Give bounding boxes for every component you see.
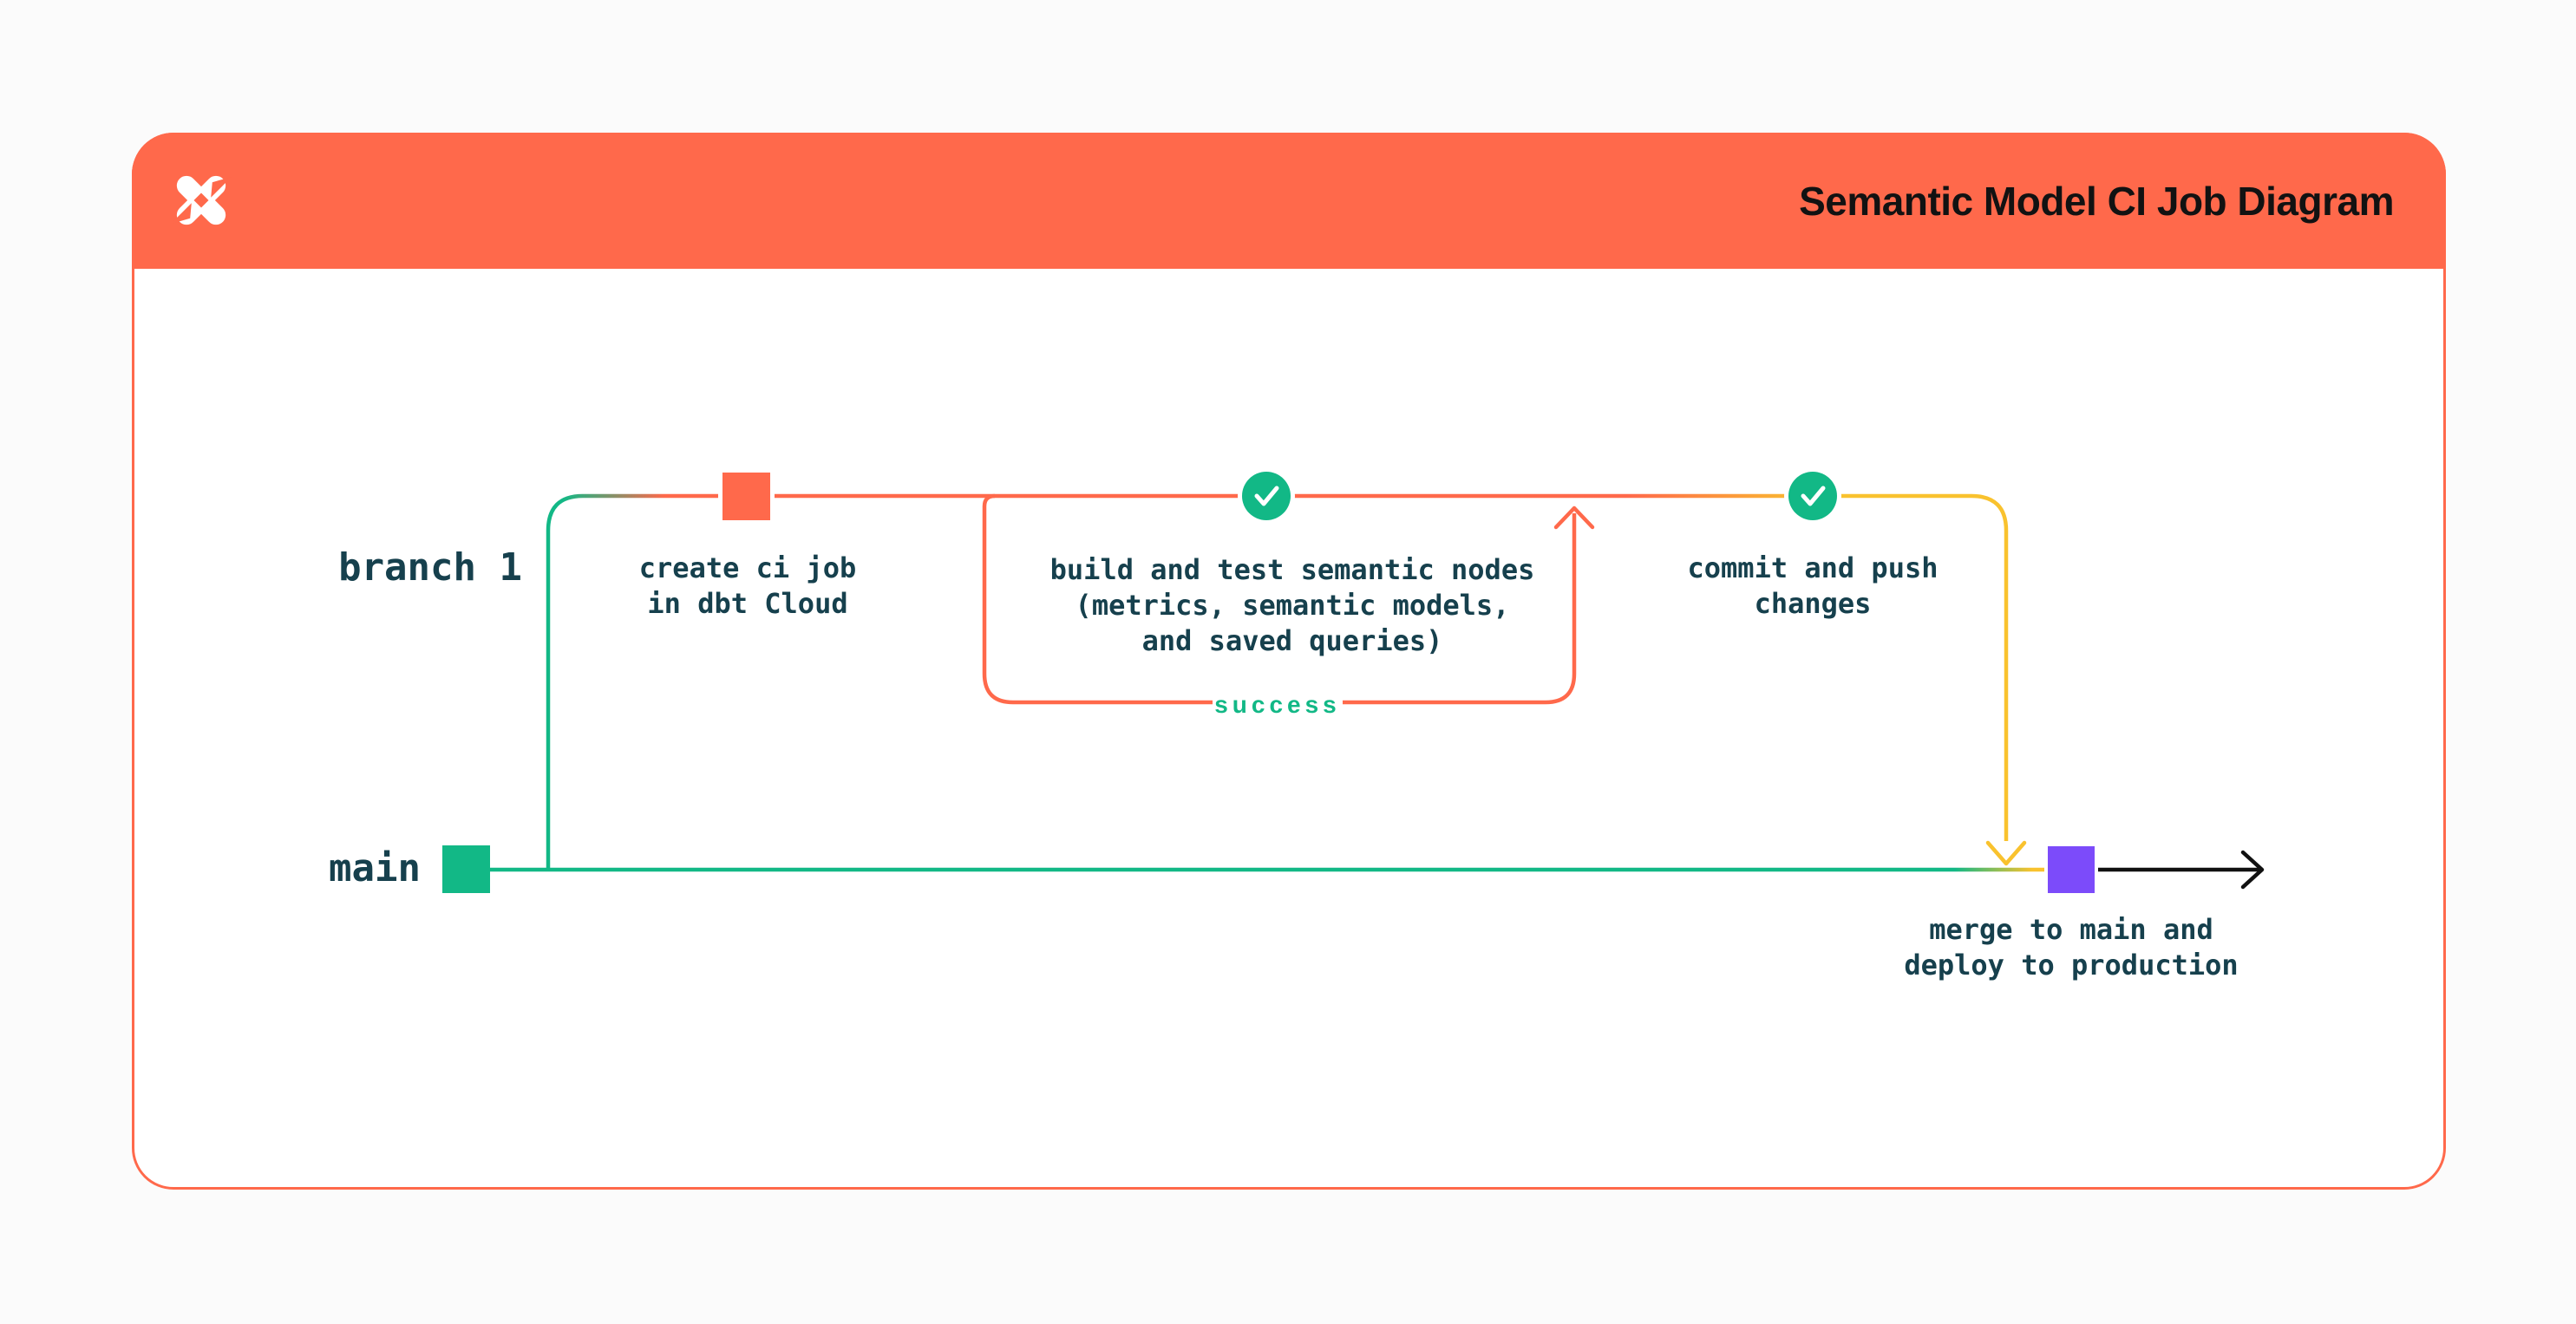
- success-loop-left: [982, 493, 1213, 705]
- success-loop-right: [1343, 513, 1577, 705]
- build-test-check-badge: [1242, 472, 1291, 520]
- branch-lane-label: branch 1: [338, 545, 522, 590]
- arrow-down-icon: [1985, 840, 2027, 866]
- arrow-up-icon: [1553, 505, 1595, 530]
- dbt-logo-icon: [170, 175, 232, 225]
- step-build-and-test-label: build and test semantic nodes (metrics, …: [1049, 553, 1535, 657]
- diagram-card: Semantic Model CI Job Diagram: [132, 133, 2446, 1190]
- success-loop-label: success: [1214, 691, 1341, 718]
- card-header: Semantic Model CI Job Diagram: [132, 133, 2446, 269]
- commit-push-check-badge: [1788, 472, 1837, 520]
- step-create-ci-job-label: create ci job in dbt Cloud: [638, 551, 857, 620]
- main-lane-label: main: [329, 846, 421, 890]
- main-start-commit-square: [442, 845, 490, 893]
- arrow-right-icon: [2240, 850, 2265, 890]
- page-title: Semantic Model CI Job Diagram: [1799, 178, 2394, 224]
- check-icon: [1254, 486, 1279, 506]
- merge-commit-square: [2048, 846, 2095, 893]
- check-icon: [1801, 486, 1826, 506]
- step-commit-and-push-label: commit and push changes: [1687, 551, 1939, 620]
- step-merge-and-deploy-label: merge to main and deploy to production: [1904, 913, 2239, 982]
- create-ci-commit-square: [722, 473, 770, 520]
